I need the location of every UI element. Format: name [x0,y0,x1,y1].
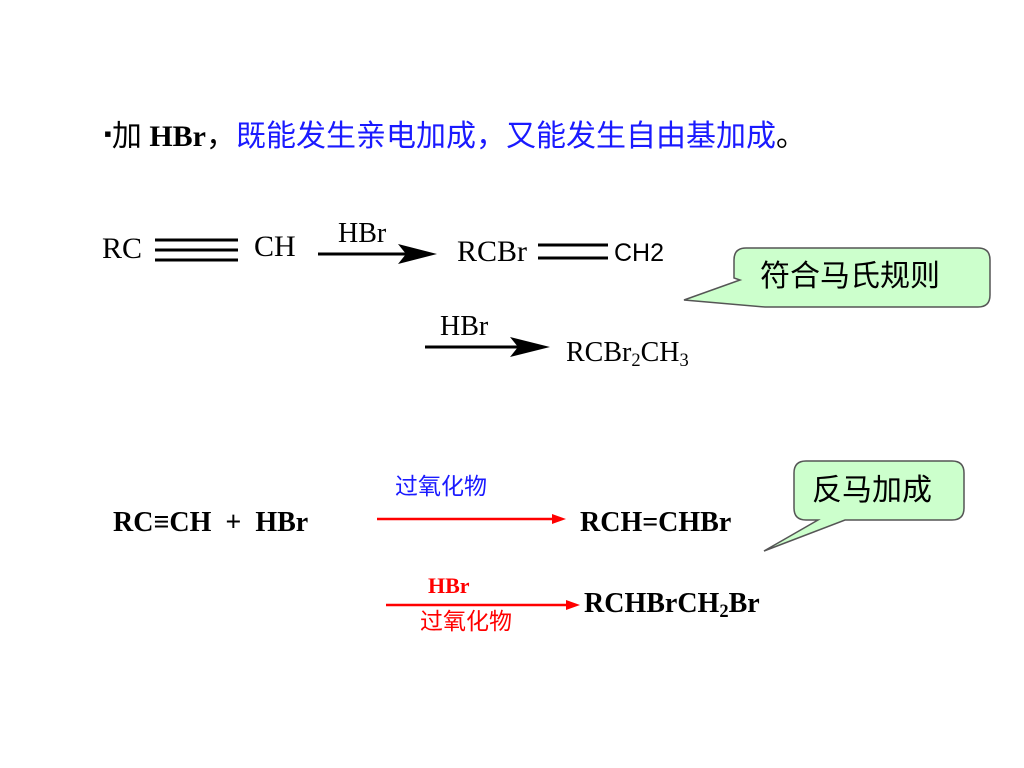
reagent-hbr-step2: HBr [440,311,489,342]
arrow-peroxide-step1 [377,514,566,524]
callout-anti-markovnikov-bubble [763,460,965,552]
reactant-rc: RC [102,232,143,265]
bullet-icon: ▪ [104,121,112,146]
radical-product2-sub: 2 [719,601,729,622]
heading-reagent: HBr [149,120,206,153]
arrow-step1 [318,244,437,264]
heading-period: 。 [775,120,806,153]
reagent-hbr-red: HBr [428,573,470,598]
condition-peroxide-blue: 过氧化物 [395,473,487,499]
heading-description: 既能发生亲电加成，又能发生自由基加成 [235,120,776,153]
callout-markovnikov-text: 符合马氏规则 [760,260,940,293]
radical-product2-part-b: Br [728,588,760,619]
product2-sub-b: 3 [679,350,689,371]
callout-markovnikov-bubble [683,247,991,308]
radical-product1: RCH=CHBr [580,507,732,538]
arrow-step2 [425,337,550,357]
arrow-peroxide-step2 [386,600,580,610]
heading-comma: ， [205,120,236,153]
triple-bond [155,238,238,262]
product1-ch2-sub: 2 [650,239,665,267]
product1-ch2: CH2 [614,238,664,268]
double-bond [538,243,608,260]
product1-ch2-base: CH [614,239,651,267]
radical-product2-part-a: RCHBrCH [584,588,720,619]
product2-part-a: RCBr [566,337,632,368]
slide-heading: ▪加 HBr，既能发生亲电加成，又能发生自由基加成。 [104,112,806,159]
radical-product2: RCHBrCH2Br [584,588,760,620]
callout-anti-markovnikov-text: 反马加成 [812,474,932,507]
heading-prefix: 加 [111,120,150,153]
reagent-hbr-step1: HBr [338,218,387,249]
product2-sub-a: 2 [631,350,641,371]
product2-part-b: CH [640,337,680,368]
radical-reactants: RC≡CH + HBr [113,507,309,538]
product2-rcbr2ch3: RCBr2CH3 [566,337,689,369]
reactant-ch: CH [254,230,296,263]
condition-peroxide-red: 过氧化物 [420,608,512,634]
product1-rcbr: RCBr [457,235,528,268]
